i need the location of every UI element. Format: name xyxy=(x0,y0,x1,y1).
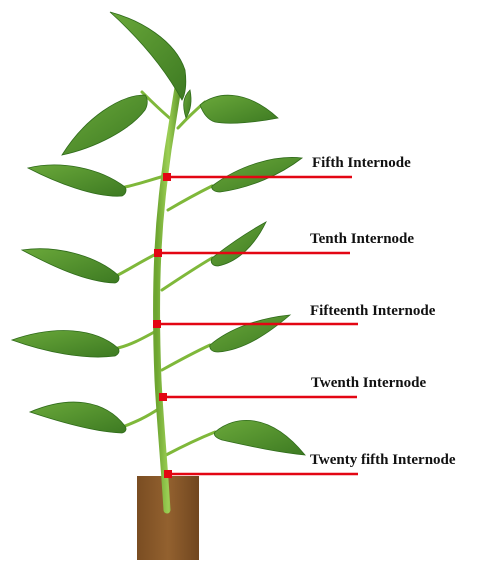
internode-marker-20 xyxy=(159,393,167,401)
internode-marker-15 xyxy=(153,320,161,328)
internode-marker-10 xyxy=(154,249,162,257)
main-stem xyxy=(157,75,181,510)
leaf-mid-right-1 xyxy=(212,157,302,192)
leaf-lower-left-1 xyxy=(12,331,119,357)
leaf-mid-left-1 xyxy=(28,165,126,196)
internode-marker-5 xyxy=(163,173,171,181)
label-fifth-internode: Fifth Internode xyxy=(312,154,411,172)
leaf-upper-right xyxy=(200,95,278,123)
leaf-lower-right-2 xyxy=(214,420,305,455)
leaf-mid-left-2 xyxy=(22,249,119,283)
leaf-upper-left xyxy=(62,95,147,155)
leaf-lower-left-2 xyxy=(30,402,126,433)
label-twenty-fifth-internode: Twenty fifth Internode xyxy=(310,451,456,469)
label-fifteenth-internode: Fifteenth Internode xyxy=(310,302,435,320)
leaf-mid-right-2 xyxy=(211,222,266,266)
label-twentieth-internode: Twenth Internode xyxy=(311,374,426,392)
leaf-top xyxy=(110,12,186,100)
label-tenth-internode: Tenth Internode xyxy=(310,230,414,248)
internode-marker-25 xyxy=(164,470,172,478)
leaf-lower-right-1 xyxy=(210,315,290,352)
